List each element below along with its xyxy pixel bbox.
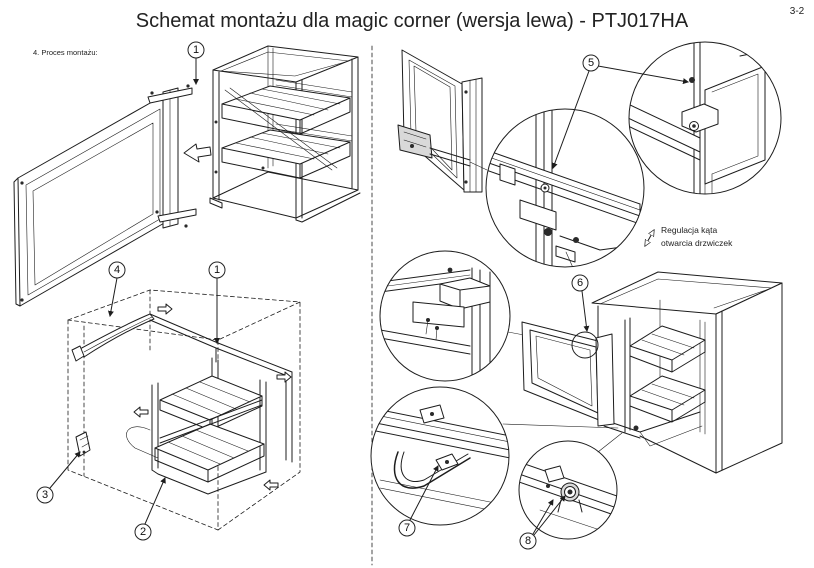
pull-out-basket-frame	[126, 357, 267, 495]
callout-8: 8	[519, 495, 566, 550]
detail-leader	[469, 161, 488, 171]
svg-text:7: 7	[404, 522, 410, 534]
door-frame-panel	[13, 93, 167, 307]
detail-circle-corner-bracket	[379, 250, 511, 382]
door-panel-with-hinge	[397, 49, 483, 193]
screw-icon	[150, 91, 154, 95]
detail-circle-locking-knob	[518, 440, 618, 540]
side-bracket	[75, 431, 91, 457]
hinge-mounting-strip	[147, 84, 197, 229]
callout-2: 2	[134, 477, 166, 541]
cabinet-frame-baskets	[209, 45, 361, 223]
callout-1-top: 1	[187, 41, 205, 85]
section-heading: 4. Proces montażu:	[33, 48, 98, 57]
page-title: Schemat montażu dla magic corner (wersja…	[136, 10, 689, 32]
direction-arrow-right-icon	[276, 371, 292, 383]
direction-arrow-left-icon	[263, 479, 279, 491]
svg-text:4: 4	[114, 264, 120, 276]
detail-circle-hinge-rail	[485, 108, 645, 268]
direction-arrow-left-icon	[133, 406, 149, 418]
svg-text:3: 3	[42, 489, 48, 501]
callout-1-bottom: 1	[208, 261, 226, 344]
svg-text:6: 6	[577, 277, 583, 289]
top-guide-rail	[149, 313, 293, 463]
annotation-line-1: Regulacja kąta	[661, 225, 718, 235]
detail-circle-swing-arm	[370, 386, 510, 526]
direction-arrow-right-icon	[157, 303, 173, 315]
callout-4: 4	[107, 261, 126, 317]
corner-cabinet-installed	[591, 271, 783, 474]
callout-7: 7	[398, 465, 439, 537]
svg-text:1: 1	[193, 44, 199, 56]
callout-3: 3	[36, 451, 81, 504]
detail-circle-hinge-adjust	[628, 41, 782, 195]
screw-icon	[155, 210, 159, 214]
carrier-arm	[71, 313, 155, 362]
svg-text:5: 5	[588, 57, 594, 69]
callout-6: 6	[571, 274, 590, 332]
svg-text:1: 1	[214, 264, 220, 276]
swung-door-panel	[521, 321, 615, 427]
adjust-angle-arrow-icon	[645, 230, 654, 246]
detail-leader	[502, 423, 619, 429]
svg-text:2: 2	[140, 526, 146, 538]
direction-arrow-left-icon	[183, 143, 212, 163]
detail-leader	[597, 432, 623, 453]
screw-icon	[184, 224, 188, 228]
detail-highlight-circle	[571, 331, 599, 359]
svg-text:8: 8	[525, 535, 531, 547]
callout-5: 5	[551, 54, 689, 169]
annotation-line-2: otwarcia drzwiczek	[661, 238, 733, 248]
screw-icon	[186, 84, 190, 88]
page-number: 3-2	[790, 6, 805, 17]
